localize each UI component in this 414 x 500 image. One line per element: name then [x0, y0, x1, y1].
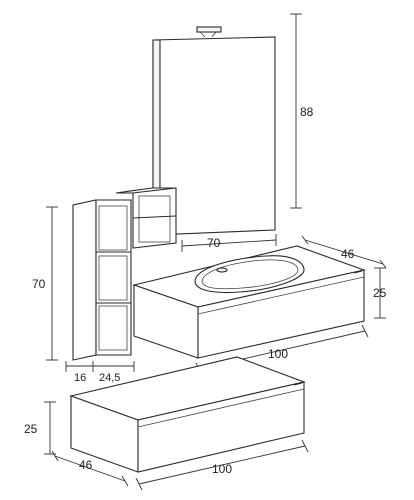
vanity-depth-label: 46: [341, 247, 355, 261]
lower-drawer-unit: [69, 356, 306, 473]
vanity-width-dimension: 100: [195, 324, 369, 376]
lower-depth-label: 46: [79, 458, 93, 472]
wall-cube-shelf: [115, 187, 177, 249]
mirror-height-dimension: 88: [290, 13, 314, 209]
lower-drawer-line: [137, 388, 305, 428]
lower-width-label: 100: [212, 462, 232, 476]
lower-depth-dimension: 46: [51, 450, 129, 487]
shelf-height-label: 70: [32, 277, 46, 291]
lower-height-label: 25: [24, 422, 38, 436]
basin: [194, 255, 305, 294]
shelf-width-label: 24,5: [99, 372, 120, 384]
vanity-height-dimension: 25: [373, 267, 387, 319]
vanity-drawer-line: [197, 276, 365, 315]
basin-tap: [216, 267, 228, 273]
lower-height-dimension: 25: [24, 401, 56, 455]
shelf-footprint-dimension: 16 24,5: [65, 361, 135, 384]
mirror-width-dimension: 70: [181, 234, 277, 252]
mirror-height-label: 88: [300, 105, 314, 119]
vanity-width-label: 100: [268, 347, 288, 361]
mirror-width-label: 70: [207, 236, 221, 250]
lower-width-dimension: 100: [135, 439, 309, 491]
mirror: [152, 26, 276, 236]
shelf-depth-label: 16: [74, 372, 86, 384]
vanity-depth-dimension: 46: [301, 235, 387, 269]
vanity-with-basin: [132, 245, 366, 359]
mirror-lamp: [196, 26, 222, 33]
tall-shelf-unit: [72, 199, 132, 361]
shelf-height-dimension: 70: [32, 206, 58, 361]
vanity-height-label: 25: [373, 286, 387, 300]
